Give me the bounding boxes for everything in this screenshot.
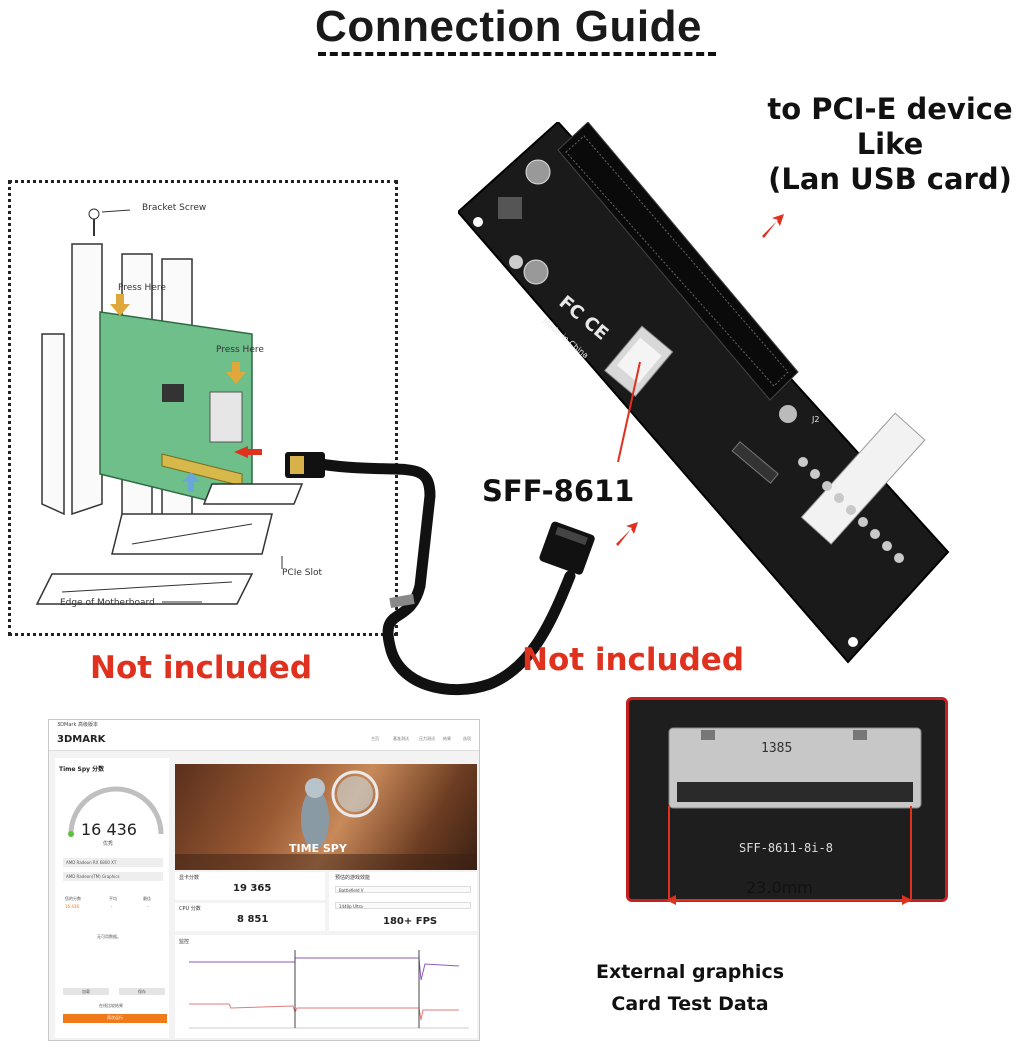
nav-options[interactable]: 选项	[463, 736, 471, 741]
benchmark-score: 16 436	[81, 820, 137, 839]
nav-results[interactable]: 结果	[443, 736, 451, 741]
caption-line-2: Card Test Data	[611, 993, 769, 1015]
test-name: Time Spy 分数	[59, 766, 105, 773]
graphics-score: 19 365	[233, 883, 272, 894]
width-dimension-line	[666, 895, 912, 905]
arrow-to-device-icon	[762, 214, 784, 238]
graphics-score-card	[175, 872, 325, 900]
score-gauge	[68, 786, 164, 837]
monitoring-card	[175, 935, 477, 1038]
save-button[interactable]: 保存	[119, 988, 165, 995]
label-press-here-1: Press Here	[118, 283, 166, 293]
fps-estimate: 180+ FPS	[383, 916, 438, 927]
label-bracket-screw: Bracket Screw	[142, 203, 207, 213]
connector-photo-image: 1385 SFF-8611-8i-8	[629, 700, 945, 899]
game-select[interactable]: Battlefield V	[335, 886, 471, 893]
label-pcie-slot: PCIe Slot	[282, 568, 323, 578]
nav-home[interactable]: 主页	[371, 736, 379, 741]
game-performance-card	[329, 872, 477, 931]
width-label: 23.0mm	[746, 878, 813, 897]
pcie-adapter-board: FC CE Made in China J2	[458, 122, 950, 664]
device-note-line-3: (Lan USB card)	[768, 162, 1012, 196]
stat-label-best: 最佳	[143, 896, 151, 901]
graphics-score-label: 显卡分数	[179, 875, 200, 881]
cpu-score-card	[175, 903, 325, 931]
stat-value-avg: -	[111, 904, 113, 909]
j2-marking: J2	[811, 415, 819, 424]
compare-link[interactable]: 在线比较结果	[99, 1003, 123, 1008]
connector-marking: SFF-8611-8i-8	[739, 841, 833, 855]
device-note-line-2: Like	[856, 127, 924, 161]
not-included-left: Not included	[90, 650, 313, 686]
nav-benchmarks[interactable]: 基准测试	[393, 736, 409, 741]
run-again-button[interactable]: 再次运行	[63, 1014, 167, 1023]
benchmark-logo: 3DMARK	[57, 734, 106, 745]
caption: External graphics Card Test Data	[560, 956, 820, 1020]
benchmark-app-title: 3DMark 高级版本	[57, 722, 98, 728]
device-note: to PCI-E device Like (Lan USB card)	[740, 92, 1017, 197]
run-again-label: 再次运行	[107, 1015, 123, 1020]
connector-photo: 1385 SFF-8611-8i-8	[626, 697, 948, 902]
stat-value-best: -	[147, 904, 149, 909]
game-performance-label: 预估的游戏效能	[335, 875, 371, 881]
score-rating: 优秀	[103, 841, 114, 847]
benchmark-header	[49, 730, 479, 751]
cpu-score: 8 851	[237, 914, 269, 925]
sff-8611-label: SFF-8611	[482, 474, 635, 508]
nav-stress[interactable]: 压力测试	[419, 736, 435, 741]
arrow-to-sff-icon	[616, 522, 638, 546]
time-spy-title: TIME SPY	[289, 842, 347, 855]
device-note-line-1: to PCI-E device	[767, 92, 1013, 126]
caption-line-1: External graphics	[595, 961, 785, 983]
monitoring-graph	[189, 950, 469, 1029]
stat-value-yours: 16 436	[65, 904, 79, 909]
not-included-right: Not included	[522, 642, 745, 678]
time-spy-artwork	[175, 770, 477, 870]
title-underline	[318, 52, 716, 56]
time-spy-banner	[175, 764, 477, 870]
installation-diagram	[8, 180, 398, 636]
no-data-text: 无可用数据。	[97, 934, 121, 939]
connector-code: 1385	[761, 741, 792, 756]
gpu-1: AMD Radeon RX 6800 XT	[63, 858, 163, 867]
load-button[interactable]: 加载	[63, 988, 109, 995]
gpu-2: AMD Radeon(TM) Graphics	[63, 872, 163, 881]
benchmark-screenshot: 3DMark 高级版本 3DMARK 主页 基准测试 压力测试 结果 选项 Ti…	[48, 719, 480, 1041]
label-edge-of-motherboard: Edge of Motherboard	[60, 598, 155, 608]
monitoring-label: 监控	[179, 939, 190, 945]
sff-8611-cable	[285, 452, 595, 696]
installation-illustration	[35, 208, 304, 605]
stat-label-avg: 平均	[109, 896, 117, 901]
stat-label-yours: 您的分数	[65, 896, 81, 901]
label-press-here-2: Press Here	[216, 345, 264, 355]
resolution-select[interactable]: 1440p Ultra	[335, 902, 471, 909]
page-title: Connection Guide	[315, 2, 702, 51]
cpu-score-label: CPU 分数	[179, 906, 201, 912]
